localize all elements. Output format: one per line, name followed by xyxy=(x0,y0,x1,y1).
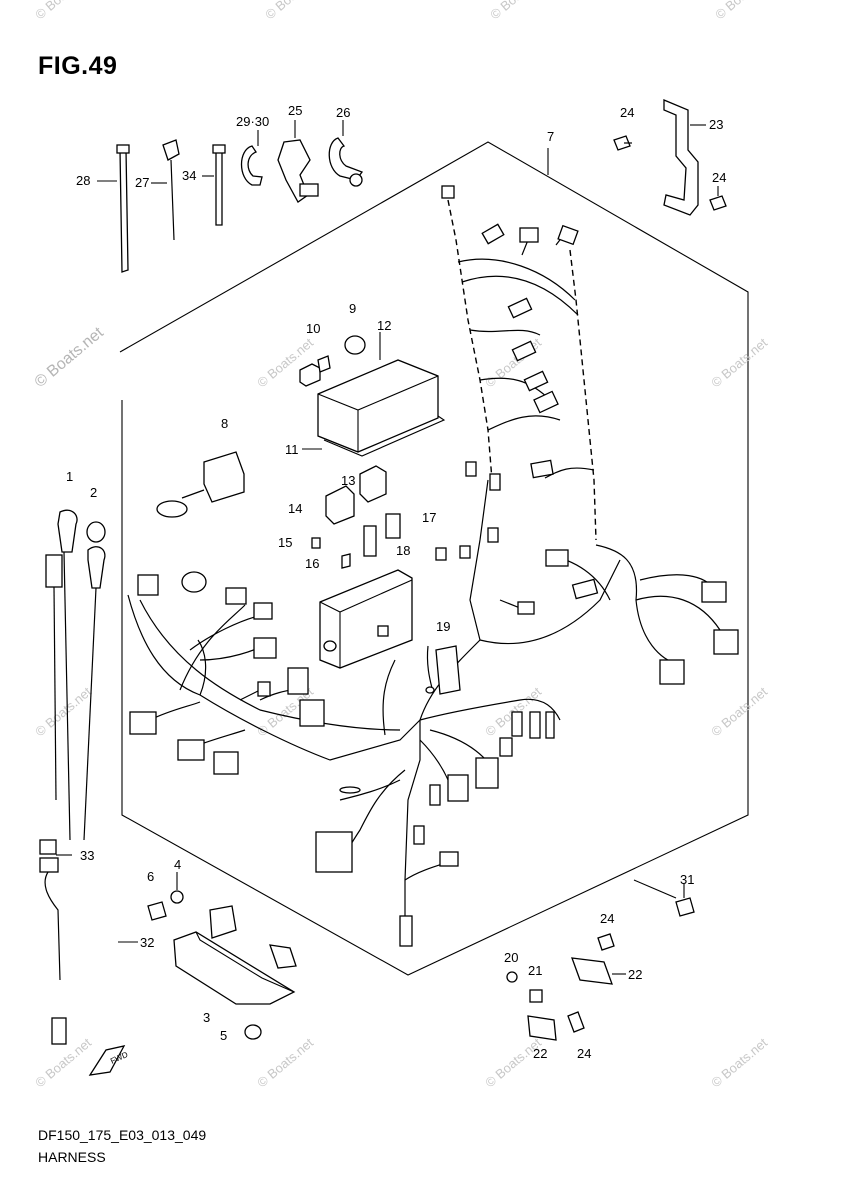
part-22-clamp-lower xyxy=(527,1015,557,1041)
part-15-fuse xyxy=(311,537,321,549)
svg-text:© Boats.net: © Boats.net xyxy=(712,0,774,22)
part-22-clamp-upper xyxy=(571,957,626,985)
part-24-bolt-low xyxy=(567,1011,585,1033)
callout-29-30: 29·30 xyxy=(236,114,269,129)
svg-text:© Boats.net: © Boats.net xyxy=(487,0,549,22)
main-harness xyxy=(127,199,721,920)
callout-12: 12 xyxy=(377,318,391,333)
svg-text:© Boats.net: © Boats.net xyxy=(262,0,324,22)
callout-25: 25 xyxy=(288,103,302,118)
part-34-cable-tie xyxy=(202,144,226,226)
part-6-screw xyxy=(147,901,167,921)
part-19-cap xyxy=(425,645,461,695)
callout-24a: 24 xyxy=(620,105,634,120)
svg-text:© Boats.net: © Boats.net xyxy=(708,335,770,391)
assembly-outline xyxy=(119,141,749,976)
callout-24b: 24 xyxy=(712,170,726,185)
part-4-washer xyxy=(170,872,184,904)
part-29-30-clamp xyxy=(240,130,263,186)
callout-16: 16 xyxy=(305,556,319,571)
callout-4: 4 xyxy=(174,857,181,872)
callout-18: 18 xyxy=(396,543,410,558)
part-23-bracket xyxy=(663,99,706,216)
part-24-bolt-top xyxy=(613,135,632,151)
callout-10: 10 xyxy=(306,321,320,336)
part-24-bolt-right xyxy=(709,186,727,211)
callout-27: 27 xyxy=(135,175,149,190)
harness-connectors xyxy=(129,185,739,947)
svg-text:© Boats.net: © Boats.net xyxy=(32,0,94,22)
part-3-cover-plate xyxy=(173,931,296,1005)
callout-20: 20 xyxy=(504,950,518,965)
part-2-battery-cable xyxy=(83,521,106,841)
callout-labels: 1 2 3 4 5 6 7 8 9 10 11 12 13 14 15 16 1… xyxy=(66,103,726,1061)
fwd-arrow: FWD xyxy=(88,1045,130,1076)
part-1-battery-cable xyxy=(45,509,78,841)
part-24-bolt-mid xyxy=(597,933,615,951)
part-11-12-fuse-box xyxy=(302,332,446,457)
part-31-screw xyxy=(633,879,695,917)
bracket-clip xyxy=(209,905,297,969)
callout-9: 9 xyxy=(349,301,356,316)
svg-text:© Boats.net: © Boats.net xyxy=(254,1035,316,1091)
callout-34: 34 xyxy=(182,168,196,183)
callout-17: 17 xyxy=(422,510,436,525)
callout-31: 31 xyxy=(680,872,694,887)
callout-8: 8 xyxy=(221,416,228,431)
figure-title: FIG.49 xyxy=(38,52,118,80)
part-13-relay xyxy=(359,465,387,503)
callout-11: 11 xyxy=(285,442,299,457)
part-20-nut xyxy=(506,971,518,983)
svg-text:© Boats.net: © Boats.net xyxy=(482,1035,544,1091)
callout-3: 3 xyxy=(203,1010,210,1025)
svg-text:© Boats.net: © Boats.net xyxy=(32,324,108,391)
callout-32: 32 xyxy=(140,935,154,950)
callout-24c: 24 xyxy=(600,911,614,926)
part-5-collar xyxy=(244,1024,262,1040)
part-17-18-fuse xyxy=(363,513,401,557)
part-33-32-terminal-set xyxy=(39,839,138,1045)
part-25-bracket xyxy=(277,120,319,203)
callout-21: 21 xyxy=(528,963,542,978)
part-9-grommet xyxy=(344,335,366,355)
part-21-collar xyxy=(529,989,543,1003)
callout-23: 23 xyxy=(709,117,723,132)
part-28-cable-tie xyxy=(97,144,130,273)
part-10-fuse xyxy=(299,355,331,387)
callout-15: 15 xyxy=(278,535,292,550)
figure-code: DF150_175_E03_013_049 xyxy=(38,1127,207,1143)
callout-22b: 22 xyxy=(533,1046,547,1061)
callout-19: 19 xyxy=(436,619,450,634)
part-8-relay xyxy=(156,451,245,518)
part-27-clip xyxy=(151,139,180,241)
callout-28: 28 xyxy=(76,173,90,188)
part-26-clamp xyxy=(328,120,364,187)
figure-name: HARNESS xyxy=(38,1149,106,1165)
callout-5: 5 xyxy=(220,1028,227,1043)
callout-26: 26 xyxy=(336,105,350,120)
callout-6: 6 xyxy=(147,869,154,884)
callout-22a: 22 xyxy=(628,967,642,982)
callout-13: 13 xyxy=(341,473,355,488)
callout-33: 33 xyxy=(80,848,94,863)
callout-14: 14 xyxy=(288,501,302,516)
svg-text:© Boats.net: © Boats.net xyxy=(708,684,770,740)
junction-box xyxy=(319,569,413,669)
svg-text:© Boats.net: © Boats.net xyxy=(32,684,94,740)
callout-7: 7 xyxy=(547,129,554,144)
part-14-relay xyxy=(325,485,355,525)
callout-1: 1 xyxy=(66,469,73,484)
svg-text:© Boats.net: © Boats.net xyxy=(708,1035,770,1091)
callout-24d: 24 xyxy=(577,1046,591,1061)
part-16-fuse xyxy=(341,553,351,569)
callout-2: 2 xyxy=(90,485,97,500)
